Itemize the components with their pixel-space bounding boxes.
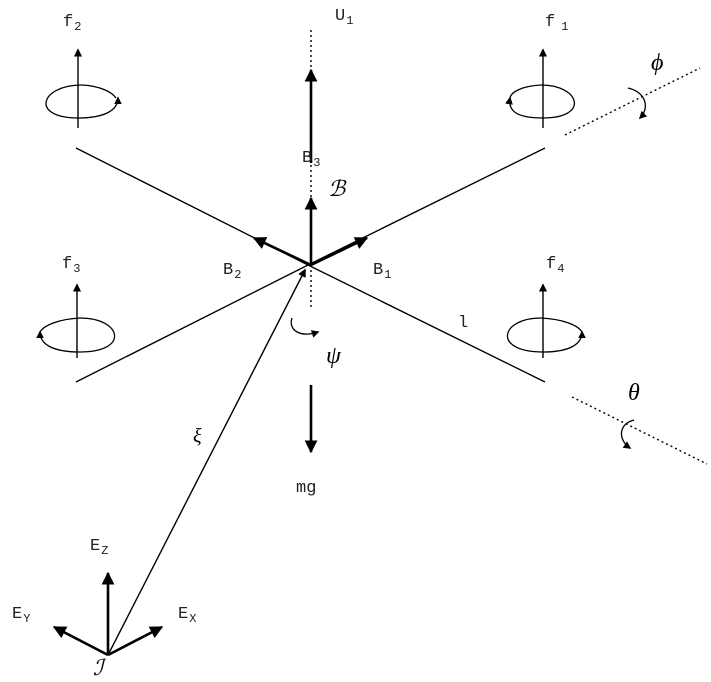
gravity-label: mg (296, 479, 316, 498)
xi-label: ξ (193, 425, 202, 447)
theta-rotation-arrow (620, 419, 635, 449)
pitch-axis (571, 396, 708, 465)
inertial-axis-x (107, 625, 164, 657)
rotor-3-spin-top (39, 317, 81, 333)
theta-label: θ (628, 380, 640, 406)
arm-3 (75, 264, 309, 383)
rotor-4-spin-top (540, 317, 583, 333)
svg-text:EX: EX (178, 605, 196, 626)
phi-label: ϕ (651, 50, 663, 76)
rotor-2-spin-top (81, 84, 117, 99)
inertial-axis-x-label: EX (178, 605, 196, 626)
inertial-axis-y-label: EY (12, 605, 30, 626)
body-axis-b3-label: B3 (302, 149, 320, 170)
psi-label: ψ (326, 343, 342, 369)
rotor-3-spin (36, 317, 116, 353)
svg-text:f3: f3 (62, 255, 80, 276)
svg-text:f1: f1 (545, 13, 568, 34)
phi-rotation-arrow (627, 87, 648, 120)
psi-rotation-arrow (290, 317, 320, 338)
body-axis-b1 (310, 236, 369, 267)
svg-text:B1: B1 (373, 261, 391, 282)
arm-length-label: l (458, 314, 468, 333)
svg-text:f4: f4 (546, 255, 564, 276)
rotor-4-spin (506, 317, 586, 353)
rotor-2-spin (45, 84, 122, 119)
arm-4 (307, 264, 546, 383)
rotor-3-label: f3 (62, 255, 80, 276)
svg-text:EZ: EZ (90, 537, 108, 558)
inertial-frame-label: ℐ (93, 656, 107, 681)
inertial-axis-y (52, 625, 109, 657)
arm-1 (307, 147, 546, 266)
svg-text:EY: EY (12, 605, 30, 626)
position-vector (107, 268, 306, 656)
body-frame-label: ℬ (328, 177, 347, 202)
thrust-u1-label: U1 (335, 7, 353, 28)
svg-text:U1: U1 (335, 7, 353, 28)
inertial-axis-z-label: EZ (90, 537, 108, 558)
rotor-2-label: f2 (63, 13, 81, 34)
body-axis-b2 (252, 236, 312, 267)
body-axis-b2-label: B2 (223, 261, 241, 282)
rotor-1-spin (505, 84, 576, 119)
svg-text:f2: f2 (63, 13, 81, 34)
body-axis-b1-label: B1 (373, 261, 391, 282)
roll-axis (564, 67, 701, 136)
svg-text:B2: B2 (223, 261, 241, 282)
rotor-4-label: f4 (546, 255, 564, 276)
svg-text:B3: B3 (302, 149, 320, 170)
rotor-1-spin-top (509, 84, 542, 99)
